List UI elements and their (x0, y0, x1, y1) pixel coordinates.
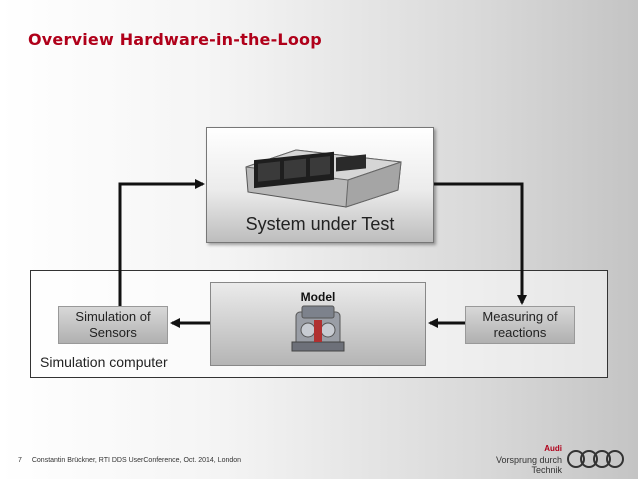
slide-footer: 7 Constantin Brückner, RTI DDS UserConfe… (18, 457, 241, 464)
footer-text: Constantin Brückner, RTI DDS UserConfere… (32, 457, 241, 464)
audi-rings-logo (566, 449, 626, 469)
sut-to-reactions-arrow (434, 184, 522, 303)
brand-slogan: Vorsprung durch Technik (470, 455, 562, 475)
page-number: 7 (18, 457, 22, 464)
brand-name: Audi (500, 444, 562, 453)
sensors-to-sut-arrow (120, 184, 203, 306)
